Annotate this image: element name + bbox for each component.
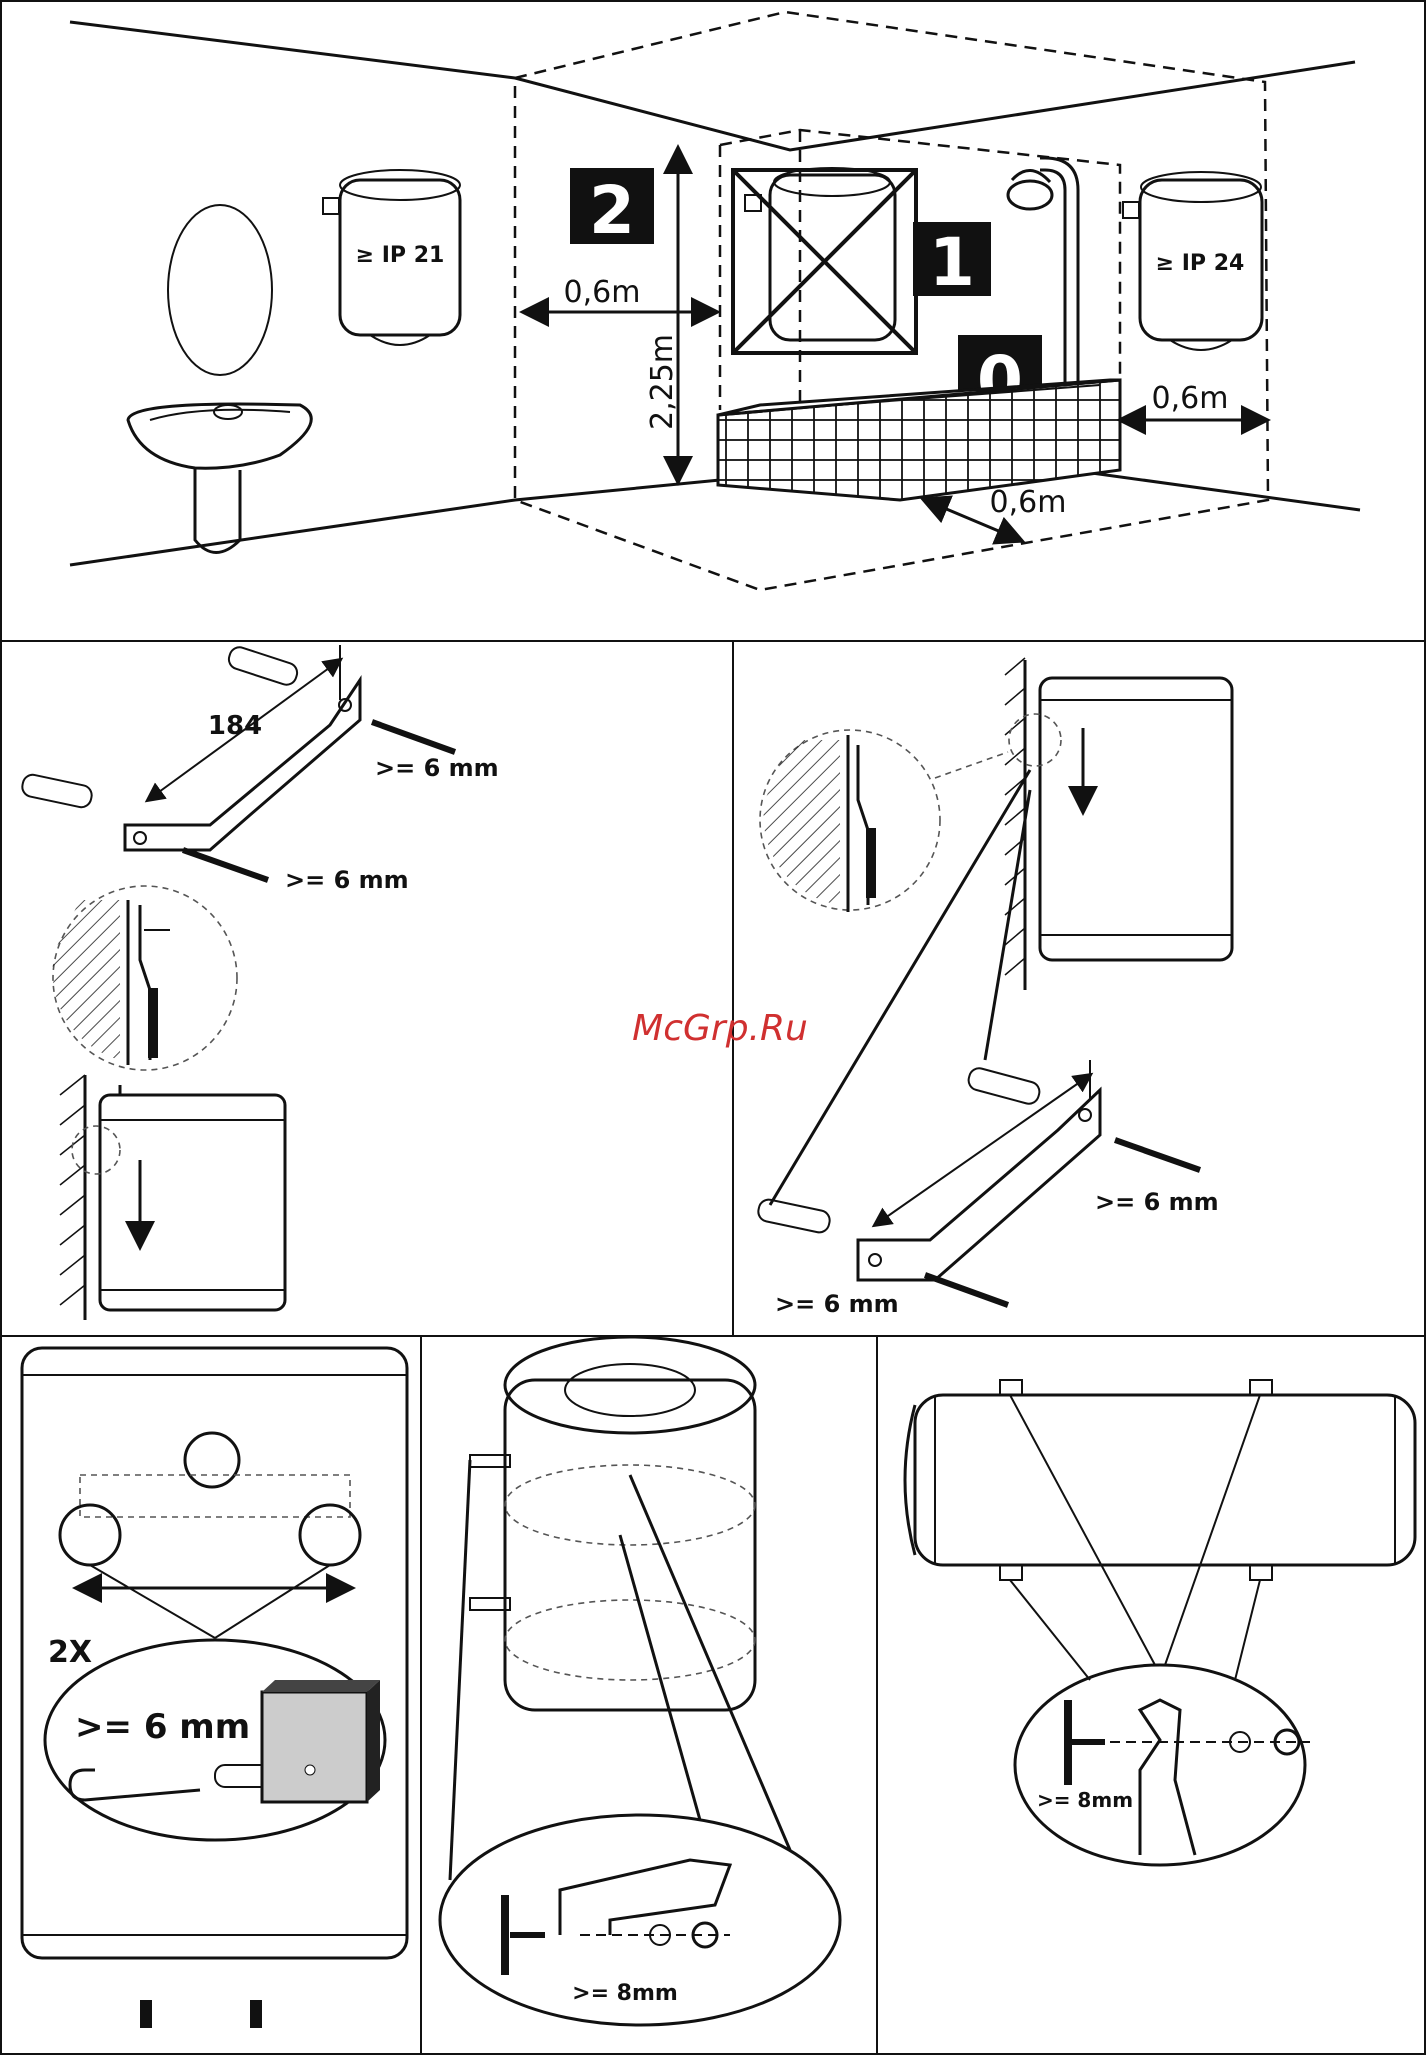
heater-ip21: ≥ IP 21 — [323, 170, 460, 345]
floor-line-left — [70, 480, 720, 565]
mounting-bracket — [125, 680, 360, 850]
water-heater — [1040, 678, 1232, 960]
screw-icon — [1115, 1140, 1200, 1170]
wall-block — [262, 1692, 367, 1802]
water-heater — [100, 1095, 285, 1310]
vertical-bolt-panel: >= 8mm — [440, 1337, 840, 2025]
bolt-size-label: >= 8mm — [1037, 1788, 1133, 1812]
mounting-bracket — [858, 1090, 1100, 1280]
bathroom-zones-panel: ≥ IP 21 2 2,25m 0,6m 1 — [70, 12, 1360, 590]
hook-screw-icon — [70, 1770, 200, 1800]
screw-icon — [183, 850, 268, 880]
mirror — [168, 205, 272, 375]
screw-top-label: >= 6 mm — [375, 754, 499, 782]
height-label: 2,25m — [645, 334, 680, 430]
wall-hook-panel: 2X >= 6 mm — [22, 1348, 407, 2028]
horizontal-bolt-panel: >= 8mm — [905, 1380, 1415, 1865]
heater-ip24: ≥ IP 24 — [1123, 172, 1262, 350]
heater-ip21-label: ≥ IP 21 — [356, 243, 445, 268]
bracket-mount-left-panel: 184 >= 6 mm >= 6 mm — [20, 645, 498, 1320]
wall-hatch — [60, 1075, 85, 1305]
hook-count-label: 2X — [48, 1635, 92, 1670]
dowel-icon — [226, 645, 299, 688]
spacing-label: 184 — [208, 711, 262, 741]
screw-bottom-label: >= 6 mm — [775, 1290, 899, 1318]
ceiling-line — [70, 22, 1355, 150]
heater-ip24-label: ≥ IP 24 — [1156, 251, 1245, 276]
floor-line-right — [1070, 470, 1360, 510]
sink — [128, 404, 311, 553]
hook-screw-label: >= 6 mm — [75, 1707, 250, 1747]
bracket-mount-right-panel: >= 6 mm >= 6 mm — [756, 658, 1232, 1318]
bolt-size-label: >= 8mm — [572, 1981, 678, 2006]
dist-right-label: 0,6m — [1152, 381, 1229, 416]
bracket-hook — [1140, 1700, 1195, 1855]
watermark: McGrp.Ru — [632, 1008, 808, 1049]
water-heater-horizontal — [915, 1395, 1415, 1565]
zone-1-number: 1 — [929, 224, 975, 301]
dist-left-label: 0,6m — [564, 275, 641, 310]
zone-2-number: 2 — [589, 172, 635, 249]
dowel-icon — [966, 1066, 1041, 1106]
dist-front-label: 0,6m — [990, 485, 1067, 520]
screw-bottom-label: >= 6 mm — [285, 866, 409, 894]
dowel-icon — [756, 1198, 831, 1234]
water-heater-vertical — [505, 1380, 755, 1710]
dowel-icon — [20, 773, 93, 809]
screw-top-label: >= 6 mm — [1095, 1188, 1219, 1216]
screw-icon — [925, 1275, 1008, 1305]
bathtub — [718, 380, 1120, 500]
bolt-detail-ellipse — [1015, 1665, 1305, 1865]
screw-icon — [372, 722, 455, 752]
heater-forbidden — [733, 168, 916, 353]
